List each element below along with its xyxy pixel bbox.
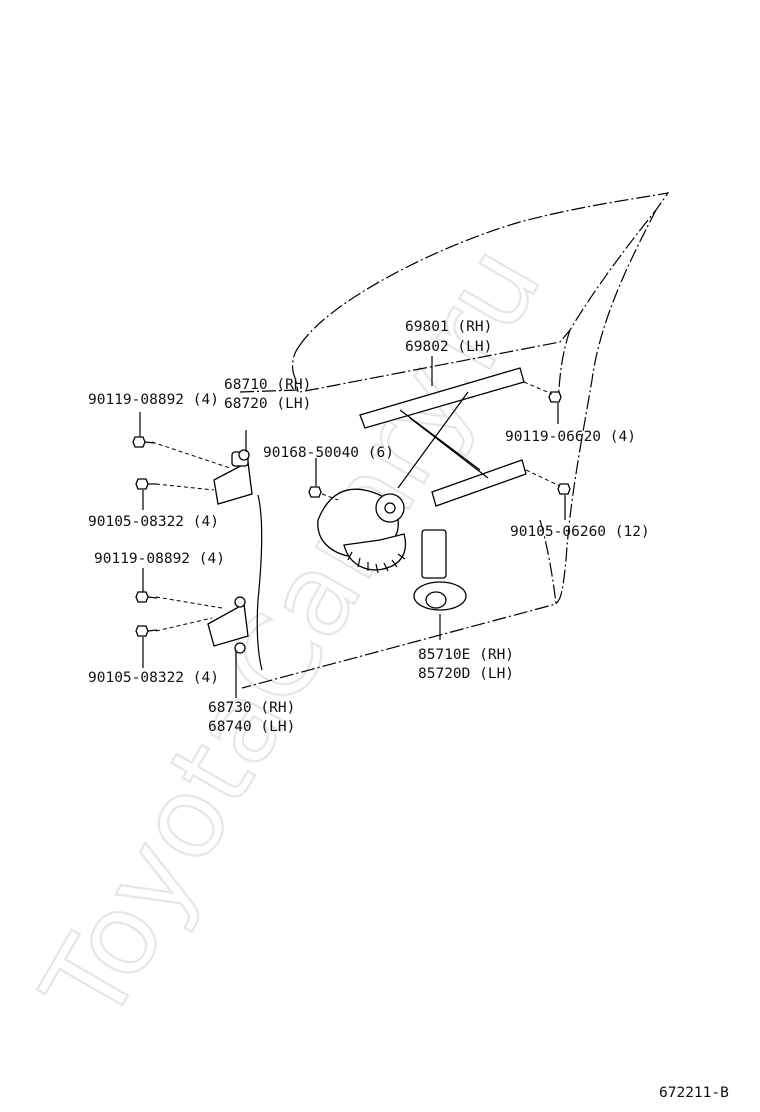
bolt-upper-2 [135,478,157,490]
label-bolt-b-top: 90105-08322 (4) [88,514,219,530]
guide-lines [151,381,561,632]
bolt-upper-1 [132,436,155,448]
label-hinge-lower-lh: 68740 (LH) [208,719,295,735]
label-hinge-lower-rh: 68730 (RH) [208,700,295,716]
label-bolt-a-bottom: 90119-08892 (4) [94,551,225,567]
label-bolt-b-bottom: 90105-08322 (4) [88,670,219,686]
upper-hinge-illustration [213,430,253,505]
label-bolt-c: 90168-50040 (6) [263,445,394,461]
part-labels: 69801 (RH) 69802 (LH) 68710 (RH) 68720 (… [88,319,650,735]
door-outline [239,192,670,689]
label-hinge-upper-lh: 68720 (LH) [224,396,311,412]
bolt-lower-2 [135,625,158,637]
regulator-motor-illustration [413,529,467,640]
bolt-regulator-3 [557,483,571,495]
lower-hinge-illustration [207,596,249,698]
label-bolt-d: 90119-06620 (4) [505,429,636,445]
label-hinge-upper-rh: 68710 (RH) [224,377,311,393]
bolt-regulator-2 [548,391,562,403]
label-bolt-e: 90105-06260 (12) [510,524,650,540]
leader-lines [139,356,566,668]
figure-code: 672211-B [659,1085,729,1101]
label-bolt-a-top: 90119-08892 (4) [88,392,219,408]
label-regulator-upper-lh: 69802 (LH) [405,339,492,355]
bolts [132,391,571,637]
label-regulator-upper-rh: 69801 (RH) [405,319,492,335]
bolt-lower-1 [135,591,158,603]
bolt-regulator-1 [308,486,322,498]
window-regulator-illustration [317,367,527,574]
label-motor-rh: 85710E (RH) [418,647,514,663]
label-motor-lh: 85720D (LH) [418,666,514,682]
